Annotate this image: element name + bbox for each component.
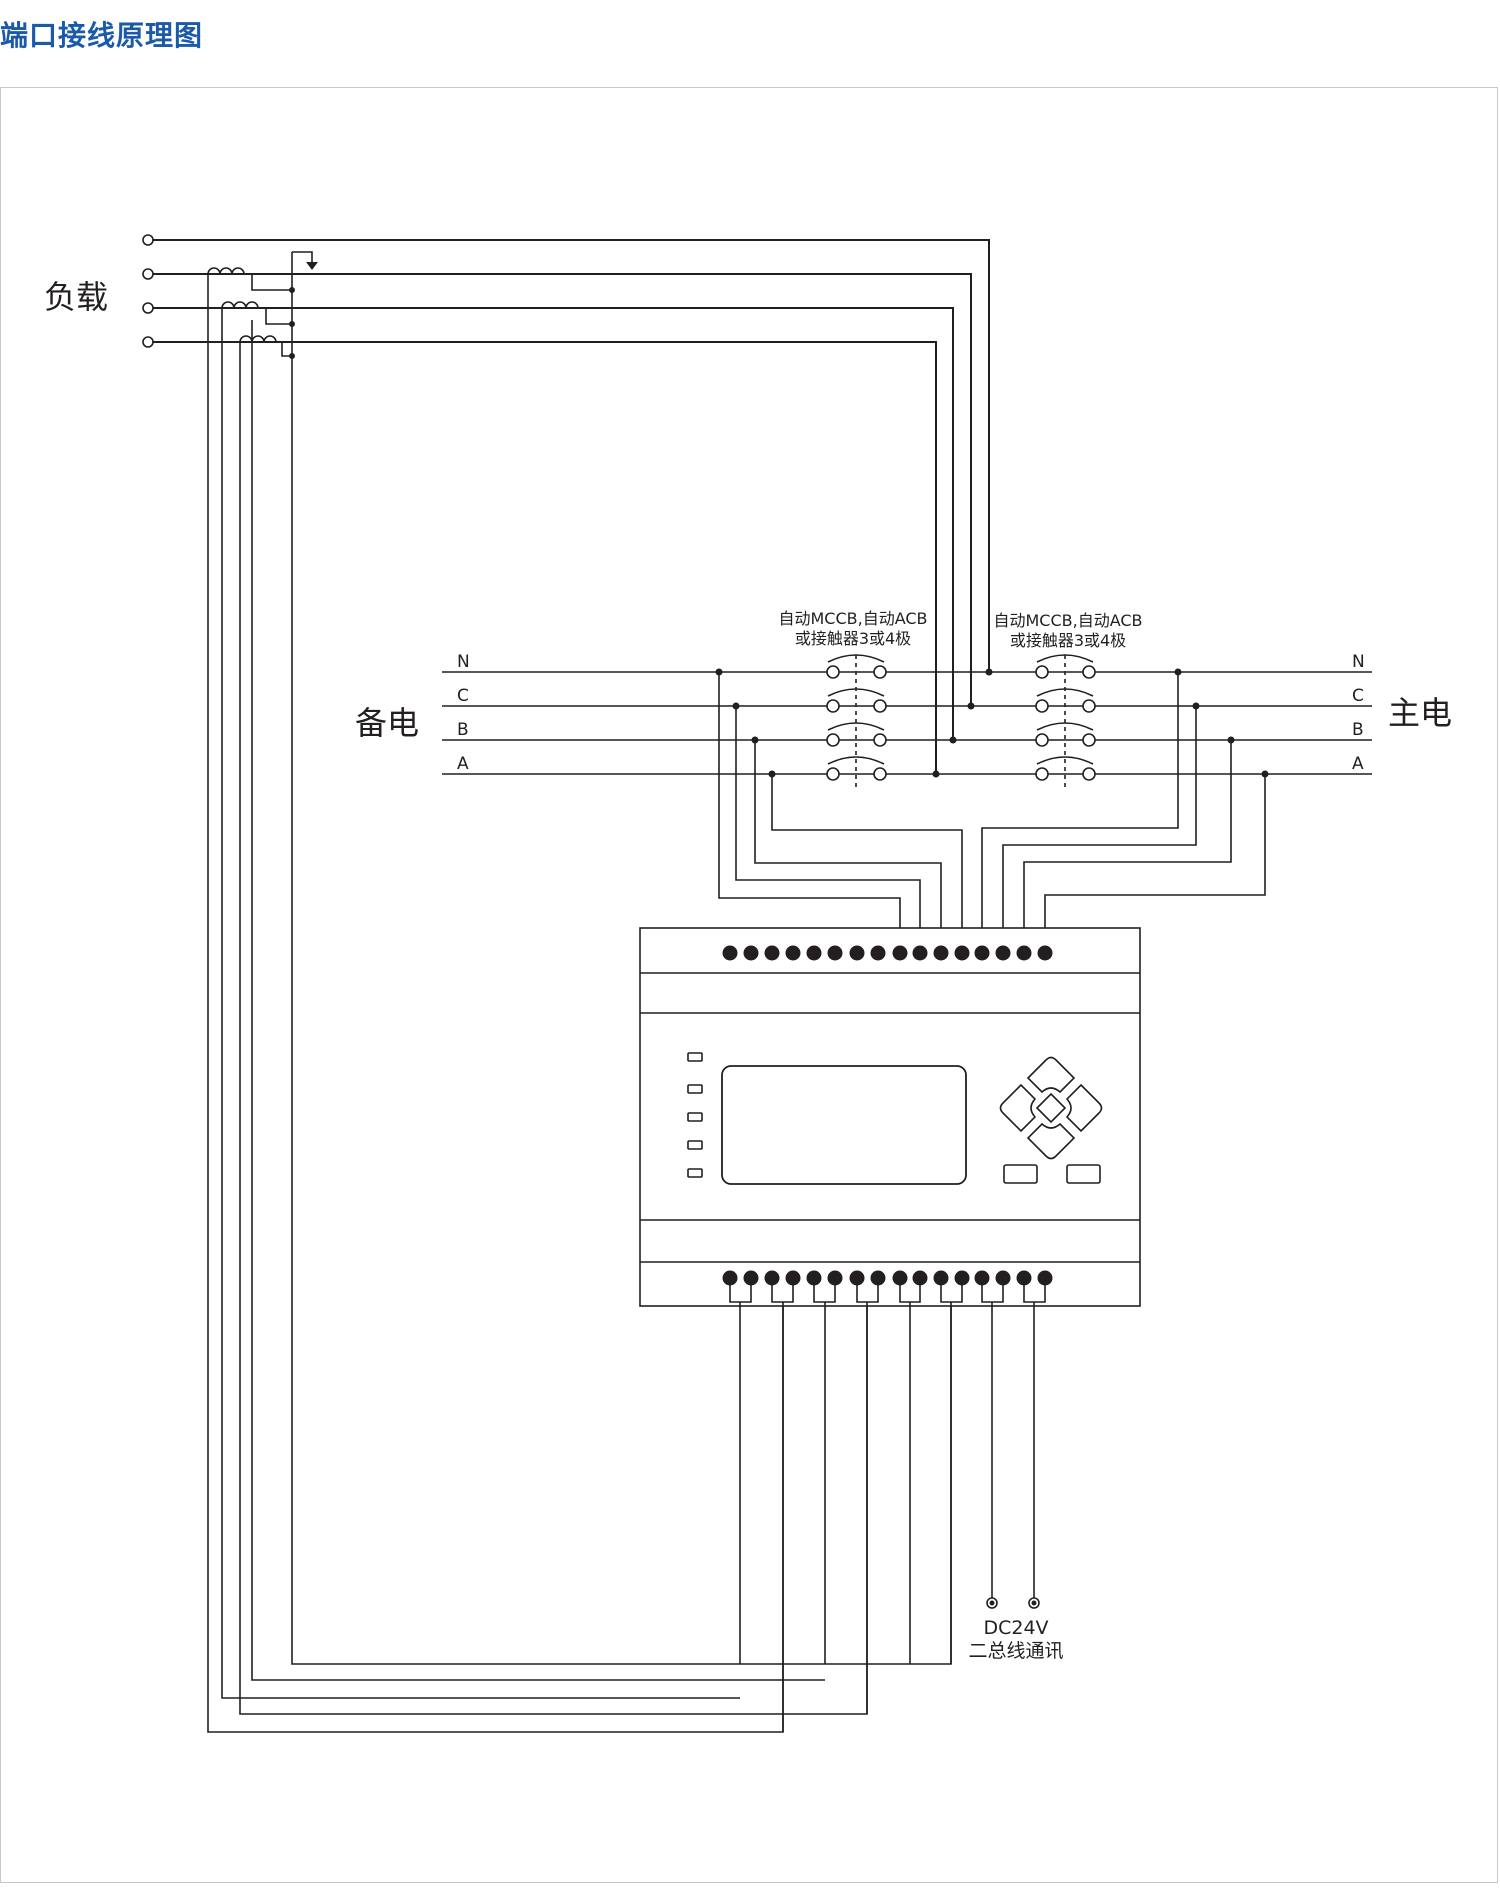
comm-voltage-label: DC24V xyxy=(983,1617,1048,1639)
phase-label-left-n: N xyxy=(457,652,470,672)
comm-wires xyxy=(991,1302,1035,1598)
bus-junction-dots xyxy=(715,668,1269,778)
phase-label-left-c: C xyxy=(457,686,469,706)
controller-top-terminals xyxy=(722,945,1053,961)
comm-terminals xyxy=(986,1597,1040,1609)
load-lines xyxy=(153,239,990,774)
down-arrow-button[interactable] xyxy=(1026,1122,1076,1160)
current-transformer-coils xyxy=(207,267,277,343)
switch-left-contacts xyxy=(826,654,887,790)
status-leds xyxy=(687,1052,703,1178)
phase-label-right-c: C xyxy=(1352,686,1364,706)
right-arrow-button[interactable] xyxy=(1065,1083,1103,1133)
switch-right-contacts xyxy=(1035,654,1096,790)
load-terminals xyxy=(142,234,154,348)
voltage-sense-wires xyxy=(718,672,1266,953)
ground-icon xyxy=(306,262,318,270)
comm-bus-label: 二总线通讯 xyxy=(968,1640,1063,1662)
switch-left-label-line1: 自动MCCB,自动ACB xyxy=(778,609,927,628)
switch-right-label-line2: 或接触器3或4极 xyxy=(1010,631,1126,650)
function-button-right[interactable] xyxy=(1066,1164,1101,1184)
phase-label-left-a: A xyxy=(457,754,469,774)
switch-right-label-line1: 自动MCCB,自动ACB xyxy=(993,611,1142,630)
switch-left-label-line2: 或接触器3或4极 xyxy=(795,629,911,648)
function-button-left[interactable] xyxy=(1003,1164,1038,1184)
left-arrow-button[interactable] xyxy=(999,1083,1037,1133)
phase-label-right-a: A xyxy=(1352,754,1364,774)
phase-label-right-b: B xyxy=(1352,720,1364,740)
load-label: 负载 xyxy=(44,278,108,316)
center-button[interactable] xyxy=(1035,1092,1067,1124)
phase-label-left-b: B xyxy=(457,720,469,740)
lcd-display xyxy=(721,1065,967,1185)
bus-lines xyxy=(442,671,1372,775)
up-arrow-button[interactable] xyxy=(1026,1056,1076,1094)
page-title: 端口接线原理图 xyxy=(0,19,204,52)
ct-output-wires xyxy=(739,1302,952,1732)
diagram-frame xyxy=(0,87,1498,1883)
main-label: 主电 xyxy=(1388,694,1452,732)
navigation-keypad[interactable] xyxy=(999,1056,1103,1160)
backup-label: 备电 xyxy=(355,704,419,742)
phase-label-right-n: N xyxy=(1352,652,1365,672)
